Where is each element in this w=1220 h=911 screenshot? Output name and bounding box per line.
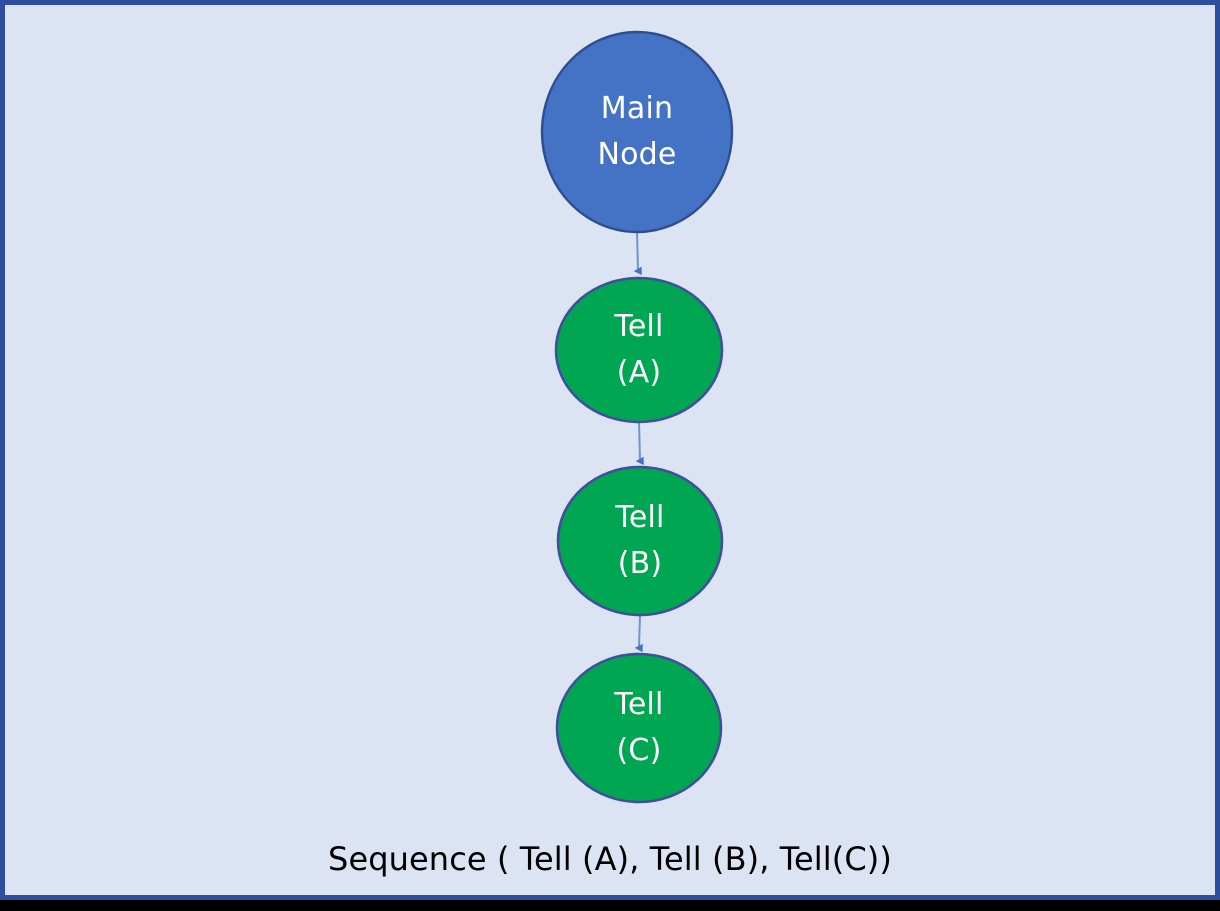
node-tell-a — [554, 276, 724, 424]
diagram-caption: Sequence ( Tell (A), Tell (B), Tell(C)) — [328, 840, 892, 878]
bottom-black-bar — [0, 900, 1220, 911]
node-tell-b — [556, 465, 724, 617]
node-tell-c — [555, 652, 723, 804]
edge-a-to-b — [635, 420, 644, 466]
edge-b-to-c — [634, 613, 643, 653]
edge-main-to-a — [633, 230, 642, 276]
node-main-node — [540, 30, 734, 234]
